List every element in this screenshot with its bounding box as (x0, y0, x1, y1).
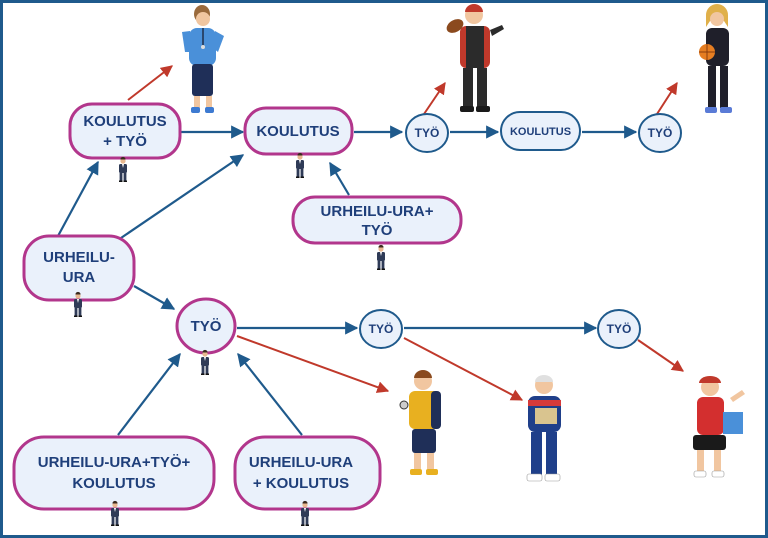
athlete-woman-figure (182, 5, 224, 113)
node-koulutus-small: KOULUTUS (500, 111, 581, 151)
arrow-to-older-coach (403, 337, 524, 401)
athlete-person-icon (377, 244, 385, 270)
node-label: URHEILU-URA+TYÖ+ (38, 454, 191, 471)
node-urheilu-ura-koulutus: URHEILU-URA + KOULUTUS (233, 435, 382, 511)
node-label: KOULUTUS (256, 123, 339, 140)
node-label: URHEILU-URA (249, 454, 353, 471)
female-coach-figure (693, 376, 745, 478)
node-tyo-top-2: TYÖ (638, 113, 682, 153)
arrow-urheilu-to-koulutus (117, 154, 245, 241)
referee-figure (399, 370, 441, 475)
node-tyo-mid-3: TYÖ (597, 309, 641, 349)
node-label: KOULUTUS (510, 126, 571, 138)
older-coach-figure (526, 375, 561, 482)
node-urheilu-ura-tyo: URHEILU-URA+ TYÖ (291, 195, 463, 245)
node-label: TYÖ (191, 318, 222, 335)
node-koulutus-tyo: KOULUTUS + TYÖ (68, 102, 182, 160)
node-label: KOULUTUS (83, 113, 166, 130)
node-label: TYÖ (607, 321, 632, 336)
arrow-to-basketball-coach (656, 81, 678, 115)
node-label: URA (63, 269, 96, 286)
athlete-person-icon (119, 156, 127, 182)
arrow-to-referee (236, 335, 390, 393)
node-label: URHEILU- (43, 249, 115, 266)
blue-arrows (57, 125, 638, 436)
node-koulutus: KOULUTUS (243, 106, 354, 156)
basketball-coach-figure (699, 4, 732, 113)
node-label: TYÖ (362, 222, 393, 239)
node-label: TYÖ (369, 321, 394, 336)
arrow-urheilu-ura-tyo-to-koulutus (329, 161, 350, 196)
node-tyo-mid-2: TYÖ (359, 309, 403, 349)
node-urheilu-ura-tyo-koulutus: URHEILU-URA+TYÖ+ KOULUTUS (12, 435, 216, 511)
node-label: + KOULUTUS (253, 475, 349, 492)
arrow-uk-to-tyo (237, 352, 303, 436)
arrow-to-athlete-woman (127, 65, 173, 101)
football-coach-figure (446, 4, 504, 112)
arrow-utk-to-tyo (117, 352, 181, 436)
arrow-to-female-coach (637, 339, 684, 372)
node-label: TYÖ (648, 125, 673, 140)
node-tyo-top-1: TYÖ (405, 113, 449, 153)
node-tyo-mid: TYÖ (175, 297, 237, 355)
arrow-to-football-coach (423, 82, 446, 115)
arrow-urheilu-to-tyo (133, 285, 176, 310)
node-label: + TYÖ (103, 133, 147, 150)
node-urheilu-ura: URHEILU- URA (22, 234, 136, 302)
red-arrows (127, 65, 684, 401)
athlete-person-icon (296, 152, 304, 178)
node-label: KOULUTUS (72, 475, 155, 492)
node-label: URHEILU-URA+ (321, 203, 434, 220)
arrow-urheilu-to-koulutus-tyo (57, 160, 99, 237)
node-label: TYÖ (415, 125, 440, 140)
